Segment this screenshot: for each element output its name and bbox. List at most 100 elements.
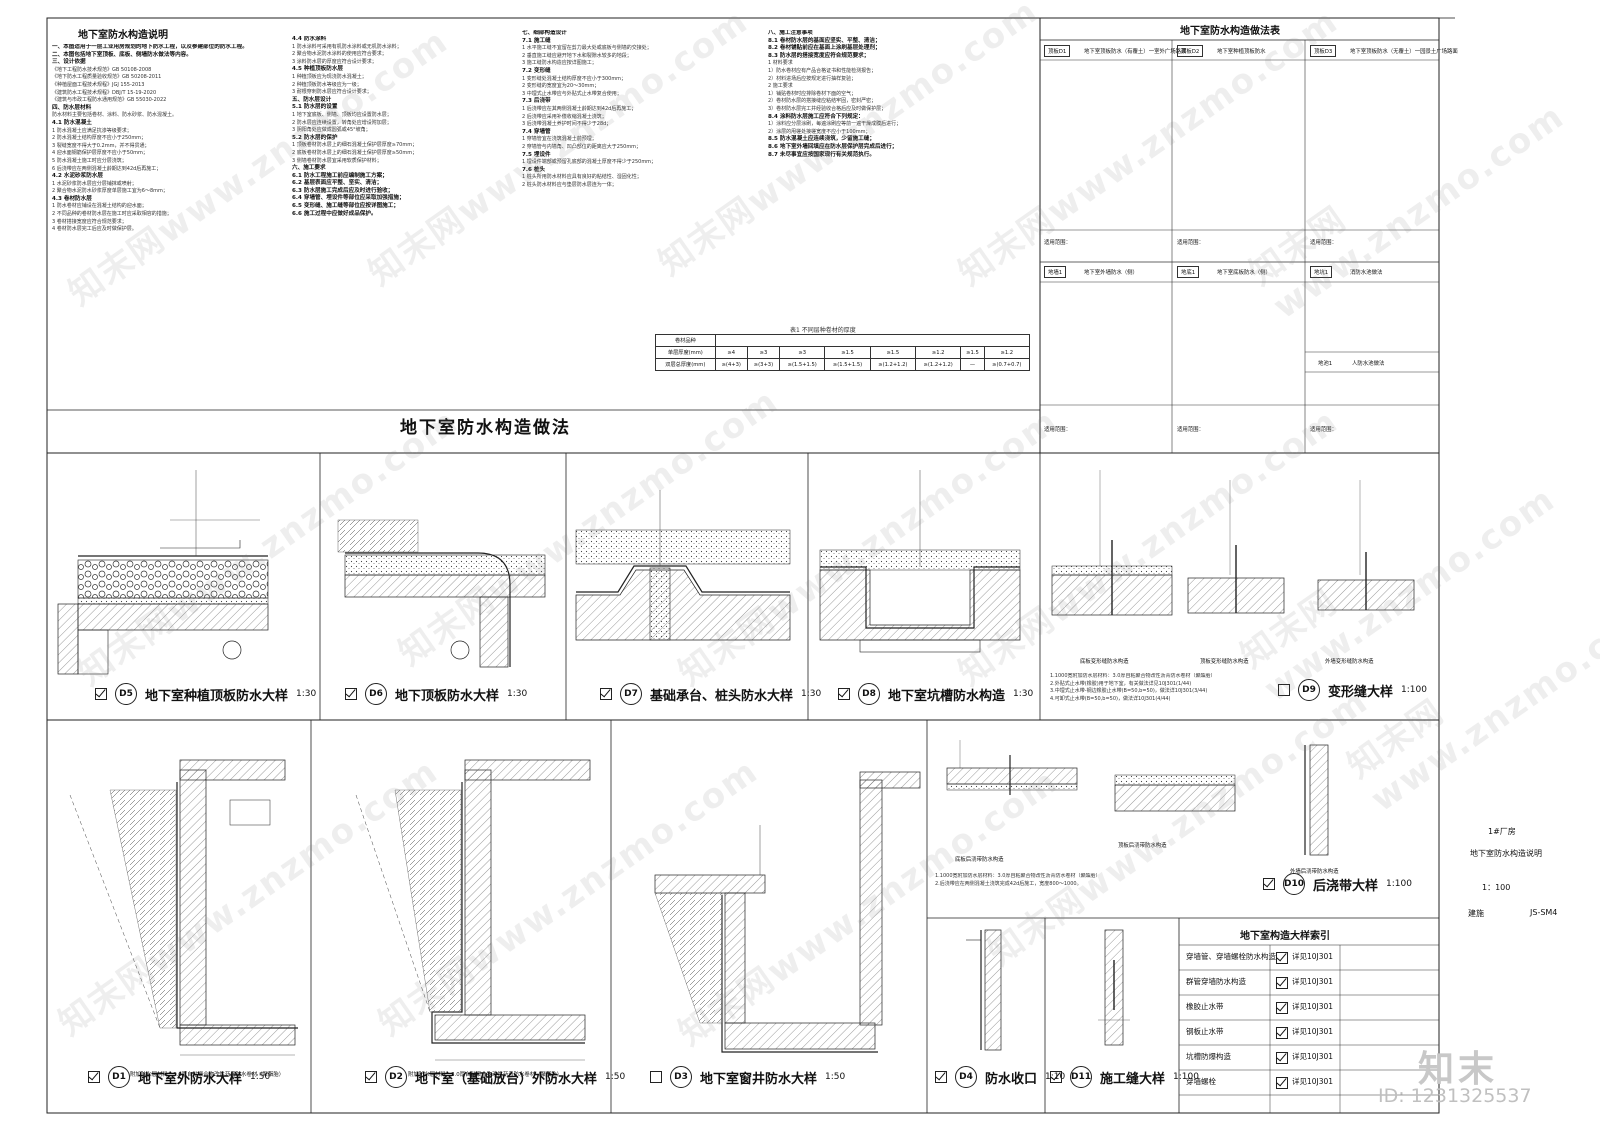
note-line: 2 施工要求 (768, 83, 793, 90)
detail-title-text: 地下室窗井防水大样 (700, 1071, 818, 1087)
detail-title-text: 地下室外防水大样 (138, 1071, 243, 1087)
checkbox-icon[interactable] (1276, 1027, 1288, 1039)
note-line: 1 穿墙管宜在浇筑混凝土前预埋； (522, 136, 597, 143)
index-row-name: 穿墙螺栓 (1186, 1077, 1216, 1086)
drawing-scale: 1：100 (1482, 883, 1511, 892)
note-line: 7.4 穿墙管 (522, 128, 551, 135)
note-line: 6.4 穿墙管、埋设件等部位应采取加强措施； (292, 195, 405, 202)
note-line: 七、细部构造设计 (522, 30, 567, 36)
note-line: 8.2 卷材铺贴前应在基面上涂刷基层处理剂； (768, 45, 881, 52)
note-line: 2 聚合物水泥防水涂料的使用应符合要求； (292, 51, 387, 58)
note-line: 3 侧墙卷材防水层宜采用软质保护材料； (292, 157, 382, 164)
note-line: 6.3 防水层施工完成后应及时进行验收； (292, 187, 394, 194)
note-line: 3）卷材防水层完工并经验收合格后应及时做保护层； (768, 105, 887, 112)
note-line: 《建筑与市政工程防水通用规范》GB 55030-2022 (52, 97, 167, 104)
pool-name: 人防水池做法 (1352, 361, 1385, 367)
pool-code: 地池1 (1318, 361, 1333, 367)
note-line: 二、本图包括地下室顶板、底板、侧墙防水做法等内容。 (52, 51, 192, 58)
detail-scale: 1:50 (250, 1072, 271, 1082)
detail-number-badge: D10 (1283, 873, 1305, 895)
table-cell: ≥3 (746, 346, 781, 359)
note-line: 1.1000宽附加防水层材料：3.0厚自粘聚合物改性沥青防水卷材（聚酯胎） (1050, 673, 1216, 679)
note-line: 2.后浇带应在两侧混凝土浇筑完成42d后施工，宽度800～1000。 (935, 880, 1082, 887)
note-line: 1 材料要求 (768, 60, 793, 67)
detail-scale: 1:50 (825, 1072, 846, 1082)
method-name: 地下室外墙防水（侧） (1084, 270, 1138, 276)
detail-title-text: 基础承台、桩头防水大样 (650, 688, 794, 704)
table-cell: ≥(4+3) (714, 358, 748, 371)
checkbox-icon[interactable] (1050, 1071, 1062, 1083)
index-row-name: 坑槽防爆构造 (1186, 1052, 1231, 1061)
detail-title-text: 变形缝大样 (1328, 684, 1394, 700)
checkbox-icon[interactable] (88, 1071, 100, 1083)
table-cell: ≥4 (714, 346, 748, 359)
note-line: 防水材料主要包括卷材、涂料、防水砂浆、防水混凝土。 (52, 112, 178, 119)
d2-note: 附加防水层材料：3.0厚自粘聚合物改性沥青防水卷材（聚酯胎） (408, 1072, 563, 1078)
index-table-grid (1179, 945, 1439, 1113)
drawing-number: JS-SM4 (1530, 908, 1558, 917)
index-row-ref: 详见10J301 (1292, 952, 1334, 961)
checkbox-icon[interactable] (650, 1071, 662, 1083)
note-line: 2）材料进场后应按规定进行抽样复验； (768, 75, 857, 82)
note-line: 7.5 埋设件 (522, 151, 551, 158)
note-line: 1 水平施工缝不宜留在剪力最大处或底板与侧墙的交接处； (522, 45, 652, 52)
note-line: 1 桩头所用防水材料应具有良好的粘结性、湿固化性； (522, 174, 642, 181)
d6-drawing (337, 519, 546, 668)
checkbox-icon[interactable] (1278, 684, 1290, 696)
note-line: 1）防水卷材应有产品合格证书和性能检测报告； (768, 67, 877, 74)
note-line: 3 裂缝宽度不得大于0.2mm，并不得贯通； (52, 142, 150, 149)
d11-drawing (1098, 929, 1130, 1046)
checkbox-icon[interactable] (365, 1071, 377, 1083)
note-line: 1）铺贴卷材时应排除卷材下面的空气； (768, 90, 857, 97)
note-line: 4.1 防水混凝土 (52, 119, 92, 126)
table-cell: ≥(1.5+1.5) (779, 358, 826, 371)
note-line: 7.6 桩头 (522, 166, 546, 173)
note-line: 6.2 基层表面应平整、坚实、清洁； (292, 180, 383, 187)
detail-number-badge: D1 (108, 1066, 130, 1088)
note-line: 5.2 防水层的保护 (292, 134, 338, 141)
note-line: 1.1000宽附加防水层材料：3.0厚自粘聚合物改性沥青防水卷材（聚酯胎） (935, 873, 1101, 879)
note-line: 1 防水混凝土应满足抗渗等级要求； (52, 127, 132, 134)
note-line: 3 后浇带混凝土养护时间不得少于28d； (522, 121, 612, 128)
note-line: 1 种植顶板应为现浇防水混凝土； (292, 73, 367, 80)
band-title: 地下室防水构造做法 (400, 418, 571, 438)
detail-scale: 1:30 (296, 689, 317, 699)
checkbox-icon[interactable] (345, 688, 357, 700)
detail-title-text: 施工缝大样 (1100, 1071, 1166, 1087)
table-cell: ≥1.2 (983, 346, 1031, 359)
note-line: 《地下工程防水技术规范》GB 50108-2008 (52, 66, 152, 73)
index-row-ref: 详见10J301 (1292, 1052, 1334, 1061)
checkbox-icon[interactable] (600, 688, 612, 700)
checkbox-icon[interactable] (95, 688, 107, 700)
method-name: 消防水池做法 (1350, 270, 1383, 276)
note-line: 1）涂料应分层涂刷，每遍涂刷应等前一遍干燥成膜后进行； (768, 121, 902, 128)
note-line: 5 防水混凝土施工时应分层浇筑； (52, 157, 127, 164)
scope-label-2: 适用范围： (1177, 240, 1204, 246)
detail-scale: 1:100 (1173, 1072, 1199, 1082)
detail-title-text: 地下室坑槽防水构造 (888, 688, 1006, 704)
note-line: 1 顶板卷材防水层上的细石混凝土保护层厚度≥70mm； (292, 142, 418, 149)
d10-sublabel-2: 顶板后浇带防水构造 (1118, 843, 1167, 849)
checkbox-icon[interactable] (935, 1071, 947, 1083)
checkbox-icon[interactable] (1276, 952, 1288, 964)
detail-number-badge: D9 (1298, 679, 1320, 701)
note-line: 4.可卸式止水带(B=50,b=50)，做法详10J301(4/44) (1050, 695, 1171, 702)
note-line: 4 卷材防水层完工后应及时做保护层。 (52, 226, 137, 233)
d10-notes: 1.1000宽附加防水层材料：3.0厚自粘聚合物改性沥青防水卷材（聚酯胎）2.后… (935, 873, 1175, 895)
note-line: 4.5 种植顶板防水层 (292, 66, 344, 73)
checkbox-icon[interactable] (1263, 878, 1275, 890)
checkbox-icon[interactable] (1276, 1077, 1288, 1089)
note-line: 1 变形缝处混凝土结构厚度不应小于300mm； (522, 75, 627, 82)
checkbox-icon[interactable] (1276, 1052, 1288, 1064)
index-row-name: 穿墙管、穿墙螺栓防水构造 (1186, 952, 1276, 961)
note-line: 8.6 地下室外墙回填应在防水层保护层完成后进行； (768, 143, 898, 150)
checkbox-icon[interactable] (1276, 1002, 1288, 1014)
note-line: 三、设计依据 (52, 59, 86, 66)
checkbox-icon[interactable] (1276, 977, 1288, 989)
note-line: 五、防水层设计 (292, 96, 332, 103)
note-line: 2 防水混凝土结构厚度不应小于250mm； (52, 135, 147, 142)
checkbox-icon[interactable] (838, 688, 850, 700)
